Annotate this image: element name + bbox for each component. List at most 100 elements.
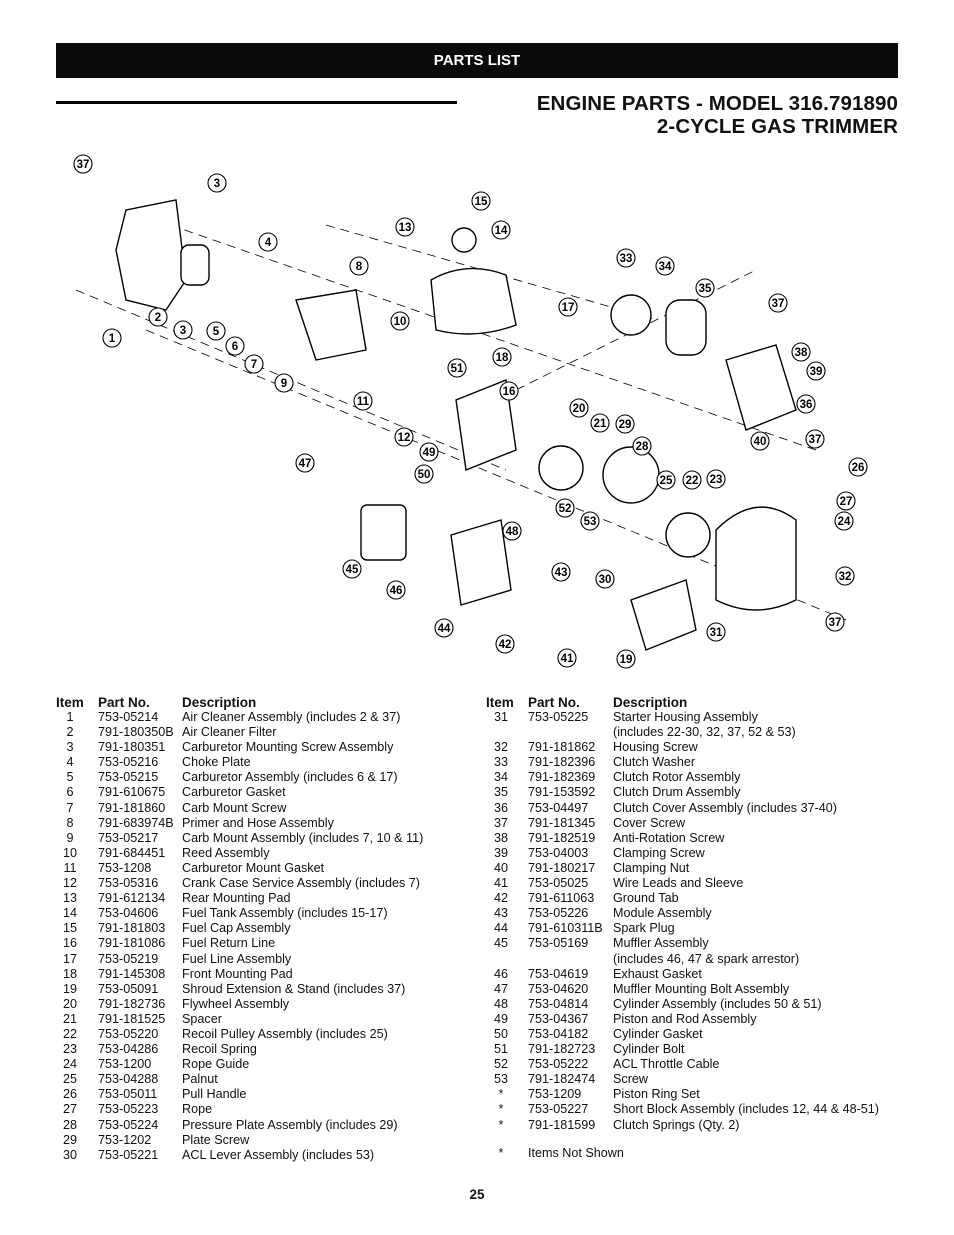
callout-10: 10: [390, 311, 410, 331]
svg-text:14: 14: [495, 225, 508, 237]
callout-27: 27: [836, 491, 856, 511]
callout-50: 50: [414, 464, 434, 484]
cell-item: 25: [62, 1072, 77, 1087]
cell-desc: Piston Ring Set: [613, 1087, 700, 1102]
cell-desc: Recoil Pulley Assembly (includes 25): [182, 1026, 388, 1041]
cell-desc: Starter Housing Assembly: [613, 710, 758, 724]
cell-desc: Fuel Return Line: [182, 936, 276, 951]
cell-desc: Pull Handle: [182, 1087, 247, 1102]
cell-part: 753-04606: [98, 906, 159, 921]
cell-desc: Clamping Nut: [613, 860, 690, 875]
cell-item: 53: [493, 1072, 508, 1087]
callout-49: 49: [419, 442, 439, 462]
svg-text:51: 51: [451, 363, 464, 375]
page-title-line2: 2-CYCLE GAS TRIMMER: [656, 115, 898, 138]
callout-35: 35: [695, 278, 715, 298]
cell-item: 18: [62, 966, 77, 981]
cell-item: 15: [62, 921, 77, 936]
pressure-plate: [602, 446, 660, 504]
svg-text:45: 45: [346, 564, 359, 576]
cell-item: 32: [493, 740, 508, 755]
cell-item: 4: [66, 755, 74, 770]
cell-desc: ACL Lever Assembly (includes 53): [182, 1147, 375, 1162]
svg-text:39: 39: [810, 366, 823, 378]
cell-part: 753-1202: [98, 1132, 152, 1147]
cell-part: 753-05217: [98, 830, 159, 845]
cell-desc: Rope: [182, 1102, 213, 1117]
clutch-rotor: [610, 294, 652, 336]
svg-text:36: 36: [800, 399, 813, 411]
cell-part: 753-05216: [98, 755, 159, 770]
cell-part: 753-1209: [528, 1087, 582, 1102]
cell-part: 791-182369: [528, 770, 596, 785]
cell-part: 791-181086: [98, 936, 166, 951]
cell-item: 50: [493, 1026, 508, 1041]
cell-item: 13: [62, 891, 77, 906]
cell-item: 21: [62, 1011, 77, 1026]
cell-desc: Fuel Tank Assembly (includes 15-17): [182, 906, 388, 921]
cell-desc: Palnut: [182, 1072, 218, 1087]
svg-text:41: 41: [561, 653, 574, 665]
svg-text:17: 17: [562, 302, 575, 314]
cell-desc: Exhaust Gasket: [613, 966, 702, 981]
cell-part: 753-05091: [98, 981, 159, 996]
cell-desc: Muffler Assembly: [613, 936, 709, 951]
svg-text:12: 12: [398, 432, 411, 444]
cell-item: 3: [66, 740, 74, 755]
cell-item: 37: [493, 815, 508, 830]
cell-item: 35: [493, 785, 508, 800]
cell-desc: Clutch Cover Assembly (includes 37-40): [613, 800, 837, 815]
cell-part: 753-05227: [528, 1102, 589, 1117]
cell-desc: Fuel Cap Assembly: [182, 921, 291, 936]
flywheel: [538, 445, 584, 491]
cell-desc-continued: (includes 46, 47 & spark arrestor): [613, 951, 800, 966]
cell-desc: Wire Leads and Sleeve: [613, 876, 744, 891]
callout-3: 3: [207, 173, 227, 193]
cell-part: 791-180350B: [98, 725, 174, 740]
callout-26: 26: [848, 457, 868, 477]
cell-desc: Carb Mount Screw: [182, 800, 287, 815]
callout-16: 16: [499, 381, 519, 401]
cell-part: 753-05222: [528, 1057, 589, 1072]
cell-part: 753-04286: [98, 1042, 159, 1057]
svg-text:20: 20: [573, 403, 586, 415]
cylinder: [450, 519, 512, 606]
svg-text:6: 6: [232, 341, 238, 353]
svg-text:13: 13: [399, 222, 412, 234]
cell-part: 791-180217: [528, 860, 596, 875]
starter-housing: [715, 506, 797, 611]
callout-20: 20: [569, 398, 589, 418]
cell-item: 46: [493, 966, 508, 981]
cell-desc: Carburetor Gasket: [182, 785, 286, 800]
callout-39: 39: [806, 361, 826, 381]
cell-item: 29: [62, 1132, 77, 1147]
callout-19: 19: [616, 649, 636, 669]
svg-text:26: 26: [852, 462, 865, 474]
cell-part: 753-05316: [98, 876, 159, 891]
callout-34: 34: [655, 256, 675, 276]
footnote: * Items Not Shown: [486, 1146, 624, 1160]
callout-12: 12: [394, 427, 414, 447]
svg-text:42: 42: [499, 639, 512, 651]
callout-4: 4: [258, 232, 278, 252]
cell-desc: Air Cleaner Filter: [182, 725, 277, 740]
callout-48: 48: [502, 521, 522, 541]
